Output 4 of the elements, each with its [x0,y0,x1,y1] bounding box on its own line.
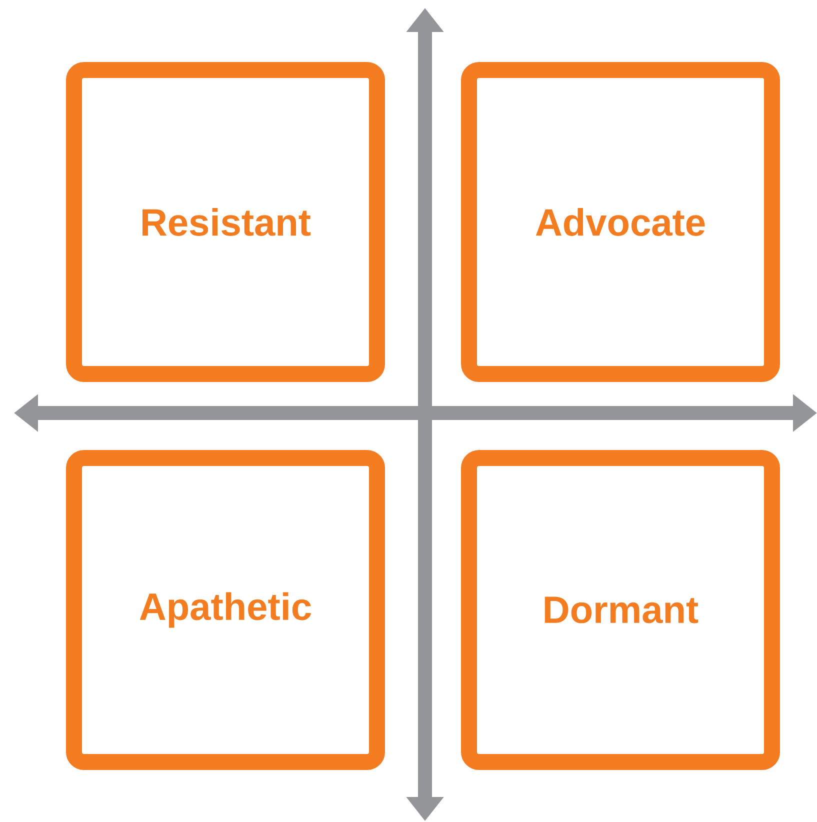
quadrant-box: Resistant [66,62,385,382]
quadrant-box: Apathetic [66,450,385,770]
quadrant-box: Dormant [461,450,780,770]
quadrant-box: Advocate [461,62,780,382]
